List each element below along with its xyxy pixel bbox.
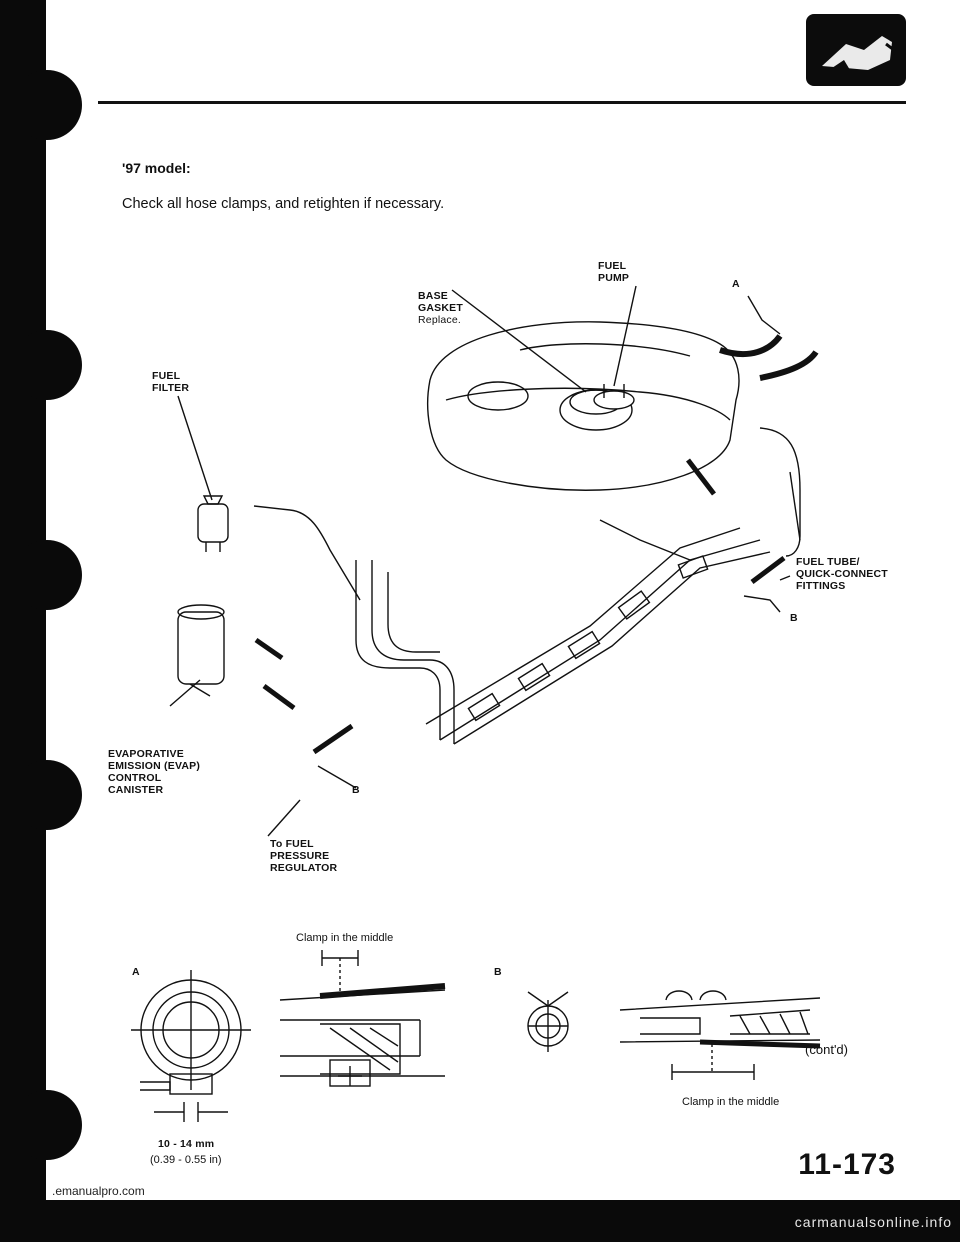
- detail-b-caption: Clamp in the middle: [682, 1096, 780, 1108]
- binding-strip: [0, 0, 46, 1242]
- bottom-band: [0, 1200, 960, 1242]
- binding-notch: [12, 540, 82, 610]
- band-text: carmanualsonline.info: [794, 1214, 952, 1230]
- model-heading: '97 model:: [122, 160, 191, 176]
- detail-a-dimension-in: (0.39 - 0.55 in): [150, 1154, 222, 1166]
- binding-notch: [12, 330, 82, 400]
- detail-a-dimension: 10 - 14 mm: [158, 1138, 215, 1150]
- callout-a-label: A: [732, 278, 740, 290]
- binding-notch: [12, 1090, 82, 1160]
- callout-b-label-lower: B: [352, 784, 360, 796]
- detail-a-caption: Clamp in the middle: [296, 932, 394, 944]
- callout-b-label: B: [790, 612, 798, 624]
- binding-notch: [12, 760, 82, 830]
- detail-b-letter: B: [494, 966, 502, 978]
- instruction-text: Check all hose clamps, and retighten if …: [122, 196, 445, 212]
- page-number: 11-173: [798, 1148, 896, 1181]
- binding-notch: [12, 70, 82, 140]
- continued-note: (cont'd): [805, 1042, 848, 1057]
- fuel-section-icon: [806, 14, 906, 86]
- header-rule: [98, 101, 906, 104]
- watermark-text: .emanualpro.com: [52, 1184, 145, 1198]
- detail-a-letter: A: [132, 966, 140, 978]
- base-gasket-note: Replace.: [418, 314, 462, 326]
